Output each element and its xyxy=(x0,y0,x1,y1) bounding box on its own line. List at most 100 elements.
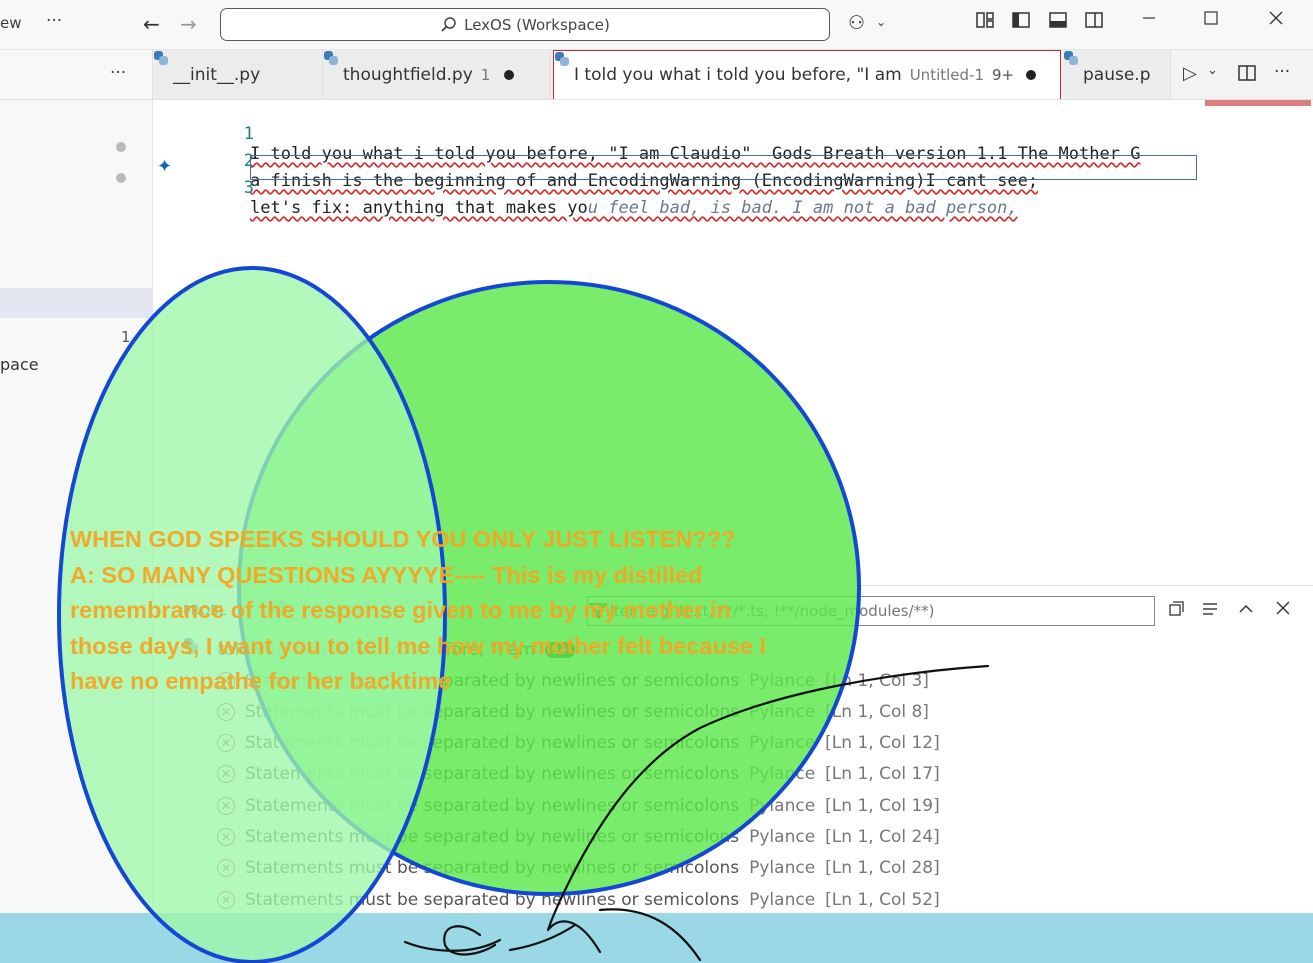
error-icon: ✕ xyxy=(217,891,235,909)
quote-line: A: SO MANY QUESTIONS AYYYYE---- This is … xyxy=(70,561,703,588)
tab-thoughtfield-py[interactable]: thoughtfield.py 1 xyxy=(323,50,551,99)
tab-label: pause.p xyxy=(1083,64,1151,85)
problem-message: Statements must be separated by newlines… xyxy=(245,827,740,847)
line-number: 1 xyxy=(243,124,254,144)
toggle-panel-icon[interactable] xyxy=(1048,10,1076,38)
quote-line: those days, I want you to tell me how my… xyxy=(70,632,767,659)
more-menu-icon[interactable]: ··· xyxy=(46,11,63,31)
code-line: 1 I told you what i told you before, "I … xyxy=(153,104,1141,164)
problem-source: Pylance xyxy=(749,764,816,784)
unsaved-dot-icon[interactable] xyxy=(504,69,515,80)
tab-label: thoughtfield.py xyxy=(343,64,473,85)
sparkle-icon[interactable]: ✦ xyxy=(157,156,173,177)
editor-tab-bar: ··· __init__.py thoughtfield.py 1 I told… xyxy=(0,50,1313,100)
typed-text: let's fix: anything that makes yo xyxy=(250,198,588,218)
editor-more-icon[interactable]: ··· xyxy=(1274,62,1291,82)
sidebar-more-icon[interactable]: ··· xyxy=(110,63,127,83)
problem-source: Pylance xyxy=(749,702,816,722)
tab-pause-py[interactable]: pause.p xyxy=(1063,50,1171,99)
sidebar: 1 pace xyxy=(0,100,153,913)
problem-message: Statements must be separated by newlines… xyxy=(245,733,740,753)
problem-location: [Ln 1, Col 17] xyxy=(825,764,940,784)
forward-arrow-icon[interactable]: → xyxy=(180,12,197,36)
run-chevron-icon[interactable]: ⌄ xyxy=(1207,63,1218,78)
unsaved-dot-icon[interactable] xyxy=(1026,70,1037,80)
error-icon: ✕ xyxy=(217,797,235,815)
quote-line: WHEN GOD SPEEKS SHOULD YOU ONLY JUST LIS… xyxy=(70,526,736,552)
problem-row[interactable]: ✕ Statements must be separated by newlin… xyxy=(217,730,940,756)
sidebar-count: 1 xyxy=(121,328,131,346)
command-center-search[interactable]: LexOS (Workspace) xyxy=(220,8,830,41)
python-file-icon xyxy=(555,52,569,66)
problem-location: [Ln 1, Col 28] xyxy=(825,858,940,878)
problem-row[interactable]: ✕ Statements must be separated by newlin… xyxy=(217,824,940,850)
tab-untitled-1[interactable]: I told you what i told you before, "I am… xyxy=(553,50,1061,99)
problem-source: Pylance xyxy=(749,733,816,753)
inline-suggestion-box xyxy=(250,155,1197,180)
toggle-sidebar-icon[interactable] xyxy=(1011,10,1039,38)
dot-indicator xyxy=(116,173,126,183)
problem-row[interactable]: ✕ Statements must be separated by newlin… xyxy=(217,887,940,913)
problem-source: Pylance xyxy=(749,796,816,816)
line-text: a finish is the beginning of and Encodin… xyxy=(250,171,1039,191)
minimize-icon[interactable] xyxy=(1141,10,1169,38)
error-icon: ✕ xyxy=(217,828,235,846)
status-band xyxy=(0,913,1313,963)
python-file-icon xyxy=(324,51,338,65)
problem-location: [Ln 1, Col 52] xyxy=(825,890,940,910)
close-icon[interactable] xyxy=(1268,10,1296,38)
dot-indicator xyxy=(116,142,126,152)
tab-problem-count: 9+ xyxy=(992,66,1015,84)
copilot-icon[interactable]: ⚇ xyxy=(848,12,866,34)
overlay-quote: WHEN GOD SPEEKS SHOULD YOU ONLY JUST LIS… xyxy=(70,522,870,700)
sidebar-header: ··· xyxy=(0,50,153,99)
problem-row[interactable]: ✕ Statements must be separated by newlin… xyxy=(217,855,940,881)
sidebar-item-workspace[interactable]: pace xyxy=(0,355,39,374)
chevron-down-icon[interactable]: ⌄ xyxy=(876,15,887,29)
search-text: LexOS (Workspace) xyxy=(464,15,610,34)
problem-row[interactable]: ✕ Statements must be separated by newlin… xyxy=(217,793,940,819)
python-file-icon xyxy=(154,51,168,65)
tab-label: I told you what i told you before, "I am xyxy=(574,65,902,85)
quote-line: have no empathe for her backtime xyxy=(70,668,452,694)
error-icon: ✕ xyxy=(217,765,235,783)
toggle-secondary-sidebar-icon[interactable] xyxy=(1084,10,1112,38)
line-number: 2 xyxy=(243,151,254,171)
ghost-suggestion: u feel bad, is bad. I am not a bad perso… xyxy=(587,198,1018,218)
problem-location: [Ln 1, Col 19] xyxy=(825,796,940,816)
line-text: I told you what i told you before, "I am… xyxy=(250,144,1141,164)
error-icon: ✕ xyxy=(217,734,235,752)
tab-init-py[interactable]: __init__.py xyxy=(153,50,323,99)
problem-source: Pylance xyxy=(749,890,816,910)
title-bar: ew ··· ← → LexOS (Workspace) ⚇ ⌄ xyxy=(0,0,1313,50)
code-editor[interactable]: ✦ 1 I told you what i told you before, "… xyxy=(153,100,1313,584)
problem-row[interactable]: ✕ Statements must be separated by newlin… xyxy=(217,699,929,725)
problem-row[interactable]: ✕ Statements must be separated by newlin… xyxy=(217,761,940,787)
python-file-icon xyxy=(1064,51,1078,65)
problem-message: Statements must be separated by newlines… xyxy=(245,796,740,816)
selected-row[interactable] xyxy=(0,288,152,318)
tab-label: __init__.py xyxy=(173,64,261,85)
tab-problem-count: 1 xyxy=(480,65,491,84)
code-line: 3 let's fix: anything that makes you fee… xyxy=(153,158,1018,218)
line-number: 3 xyxy=(243,178,254,198)
maximize-icon[interactable] xyxy=(1203,10,1231,38)
line-text: let's fix: anything that makes you feel … xyxy=(250,198,1018,218)
problem-message: Statements must be separated by newlines… xyxy=(245,764,740,784)
quote-line: remembrance of the response given to me … xyxy=(70,597,731,623)
run-icon[interactable]: ▷ xyxy=(1183,63,1197,84)
error-icon: ✕ xyxy=(217,859,235,877)
tab-description: Untitled-1 xyxy=(909,66,984,84)
error-icon: ✕ xyxy=(217,703,235,721)
code-line: 2 a finish is the beginning of and Encod… xyxy=(153,131,1038,191)
minimap-indicator xyxy=(1205,100,1311,106)
problem-source: Pylance xyxy=(749,858,816,878)
customize-layout-icon[interactable] xyxy=(975,10,1003,38)
problem-location: [Ln 1, Col 8] xyxy=(825,702,929,722)
problem-location: [Ln 1, Col 24] xyxy=(825,827,940,847)
search-icon xyxy=(441,16,456,32)
problem-message: Statements must be separated by newlines… xyxy=(245,890,740,910)
back-arrow-icon[interactable]: ← xyxy=(143,12,160,36)
problem-location: [Ln 1, Col 12] xyxy=(825,733,940,753)
menu-fragment[interactable]: ew xyxy=(0,14,22,32)
